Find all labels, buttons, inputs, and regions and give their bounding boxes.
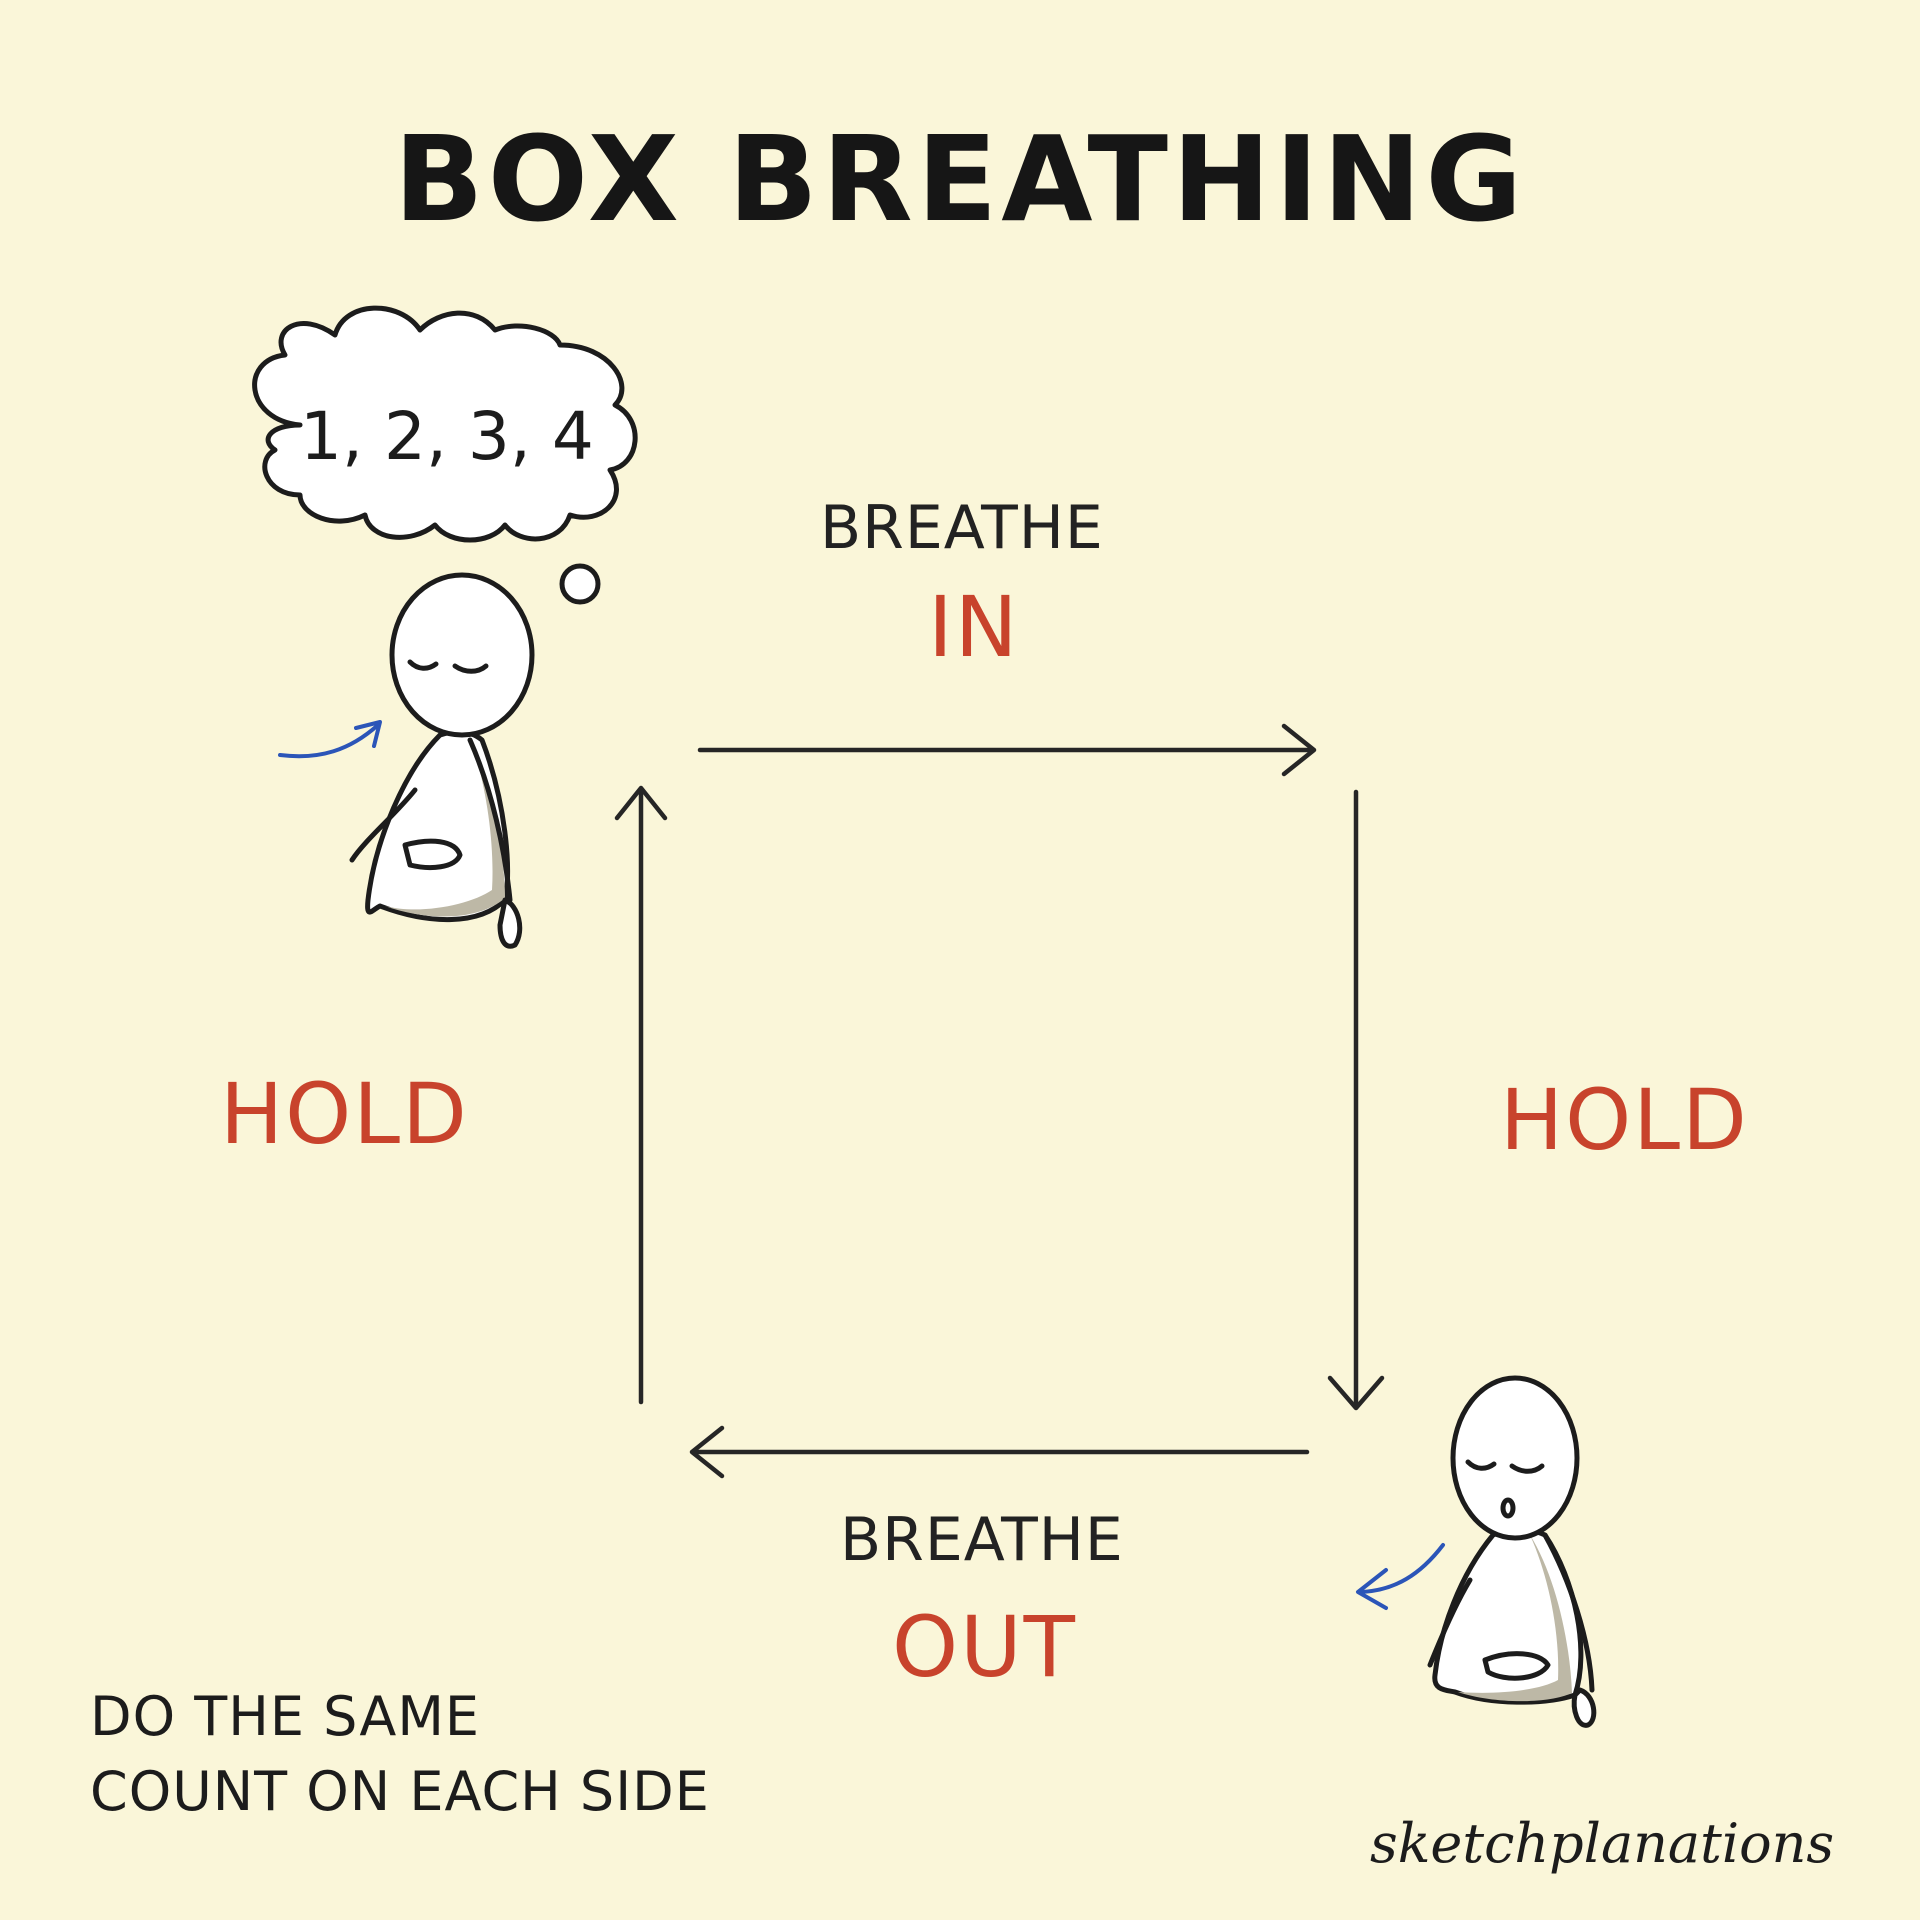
hold-left-label: HOLD — [220, 1065, 469, 1163]
person-2-eye-left — [1465, 1459, 1497, 1471]
person-breathing-out — [1427, 1375, 1597, 1728]
breathe-out-label-top: BREATHE — [840, 1505, 1124, 1575]
person-2-foot — [1571, 1687, 1597, 1728]
arrow-right-down — [1327, 789, 1385, 1411]
breathe-in-label-top: BREATHE — [820, 493, 1104, 563]
person-2-head — [1450, 1375, 1580, 1541]
person-1-inner-arm — [349, 787, 418, 863]
person-breathing-in — [349, 572, 535, 949]
person-1-foot — [497, 897, 523, 949]
thought-count: 1, 2, 3, 4 — [300, 398, 594, 475]
breath-out-arrow — [1356, 1543, 1445, 1610]
person-1-eye-right — [452, 663, 489, 674]
person-2-mouth — [1500, 1497, 1516, 1519]
breathe-in-label-in: IN — [928, 578, 1020, 676]
person-1-body — [365, 729, 511, 922]
arrow-top-right — [697, 723, 1317, 777]
credit-signature: sketchplanations — [1370, 1812, 1835, 1875]
person-1-head — [389, 572, 535, 738]
thought-bubble-dot — [559, 563, 601, 605]
box-arrows — [614, 723, 1385, 1479]
person-2-hand — [1482, 1651, 1551, 1681]
person-1-body-shade — [385, 738, 505, 917]
arrow-bottom-left — [689, 1425, 1310, 1479]
person-2-body-shade — [1458, 1535, 1572, 1702]
person-2-outer-arm — [1542, 1532, 1595, 1693]
instruction-line-2: COUNT ON EACH SIDE — [90, 1759, 710, 1823]
hold-right-label: HOLD — [1500, 1071, 1749, 1169]
person-1-outer-arm — [467, 737, 513, 903]
breathe-out-label-out: OUT — [892, 1598, 1077, 1696]
instruction-note: DO THE SAME COUNT ON EACH SIDE — [90, 1680, 710, 1829]
person-2-eye-right — [1509, 1463, 1545, 1474]
thought-bubble — [252, 305, 638, 605]
diagram-title: BOX BREATHING — [393, 110, 1527, 248]
person-1-eye-left — [407, 659, 439, 671]
person-1-hand — [402, 838, 463, 870]
breath-in-arrow — [278, 720, 382, 759]
person-2-inner-arm — [1427, 1577, 1473, 1668]
arrow-left-up — [614, 785, 668, 1405]
instruction-line-1: DO THE SAME — [90, 1685, 481, 1748]
